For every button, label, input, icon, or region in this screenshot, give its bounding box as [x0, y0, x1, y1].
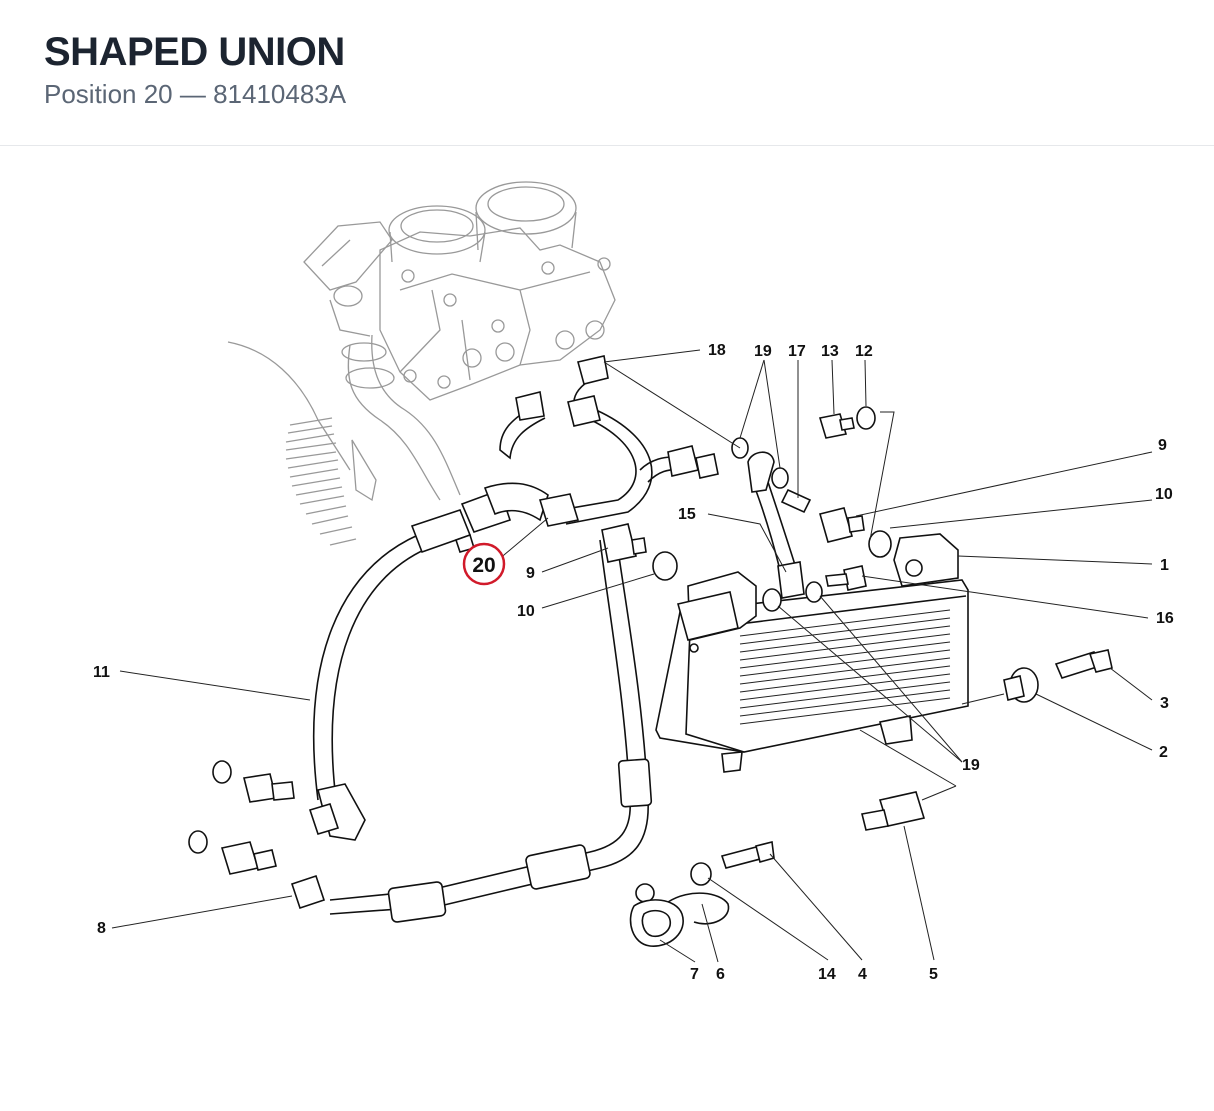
callout-14[interactable]: 14: [818, 966, 836, 983]
callout-5[interactable]: 5: [929, 966, 938, 983]
callout-19-bottom[interactable]: 19: [962, 757, 980, 774]
callout-9-left[interactable]: 9: [526, 565, 535, 582]
callout-10-right[interactable]: 10: [1155, 486, 1173, 503]
callout-8[interactable]: 8: [97, 920, 106, 937]
exploded-parts-diagram: 18 19 17 13 12 9 10 1 16 15 9 10 11 3 2 …: [0, 147, 1214, 1106]
callout-13[interactable]: 13: [821, 343, 839, 360]
callout-9-right[interactable]: 9: [1158, 437, 1167, 454]
oil-hose-11: [308, 482, 549, 841]
page-title: SHAPED UNION: [44, 30, 345, 74]
page-header: SHAPED UNION Position 20 — 81410483A: [0, 0, 1214, 146]
upper-oil-pipes: [499, 355, 719, 527]
engine-carburetor-icon: [227, 181, 616, 546]
callout-10-left[interactable]: 10: [517, 603, 535, 620]
callout-2[interactable]: 2: [1159, 744, 1168, 761]
callout-11[interactable]: 11: [93, 664, 110, 681]
oil-pipe-15: [747, 451, 805, 599]
callout-16[interactable]: 16: [1156, 610, 1174, 627]
callout-1[interactable]: 1: [1160, 557, 1169, 574]
callout-labels: 18 19 17 13 12 9 10 1 16 15 9 10 11 3 2 …: [93, 342, 1174, 983]
callout-6[interactable]: 6: [716, 966, 725, 983]
callout-7[interactable]: 7: [690, 966, 699, 983]
callout-4[interactable]: 4: [858, 966, 867, 983]
callout-3[interactable]: 3: [1160, 695, 1169, 712]
callout-20[interactable]: 20: [472, 554, 495, 577]
callout-15[interactable]: 15: [678, 506, 696, 523]
oil-cooler-icon: [655, 533, 969, 773]
callout-17[interactable]: 17: [788, 343, 806, 360]
highlight-ring: [462, 542, 506, 586]
highlighted-callout-20[interactable]: 20: [462, 542, 506, 586]
callout-18[interactable]: 18: [708, 342, 726, 359]
callout-19-top[interactable]: 19: [754, 343, 772, 360]
small-parts: [188, 406, 1113, 947]
part-subtitle: Position 20 — 81410483A: [44, 79, 347, 109]
callout-12[interactable]: 12: [855, 343, 873, 360]
oil-hose-8: [290, 535, 653, 923]
leader-lines: [111, 349, 1153, 963]
